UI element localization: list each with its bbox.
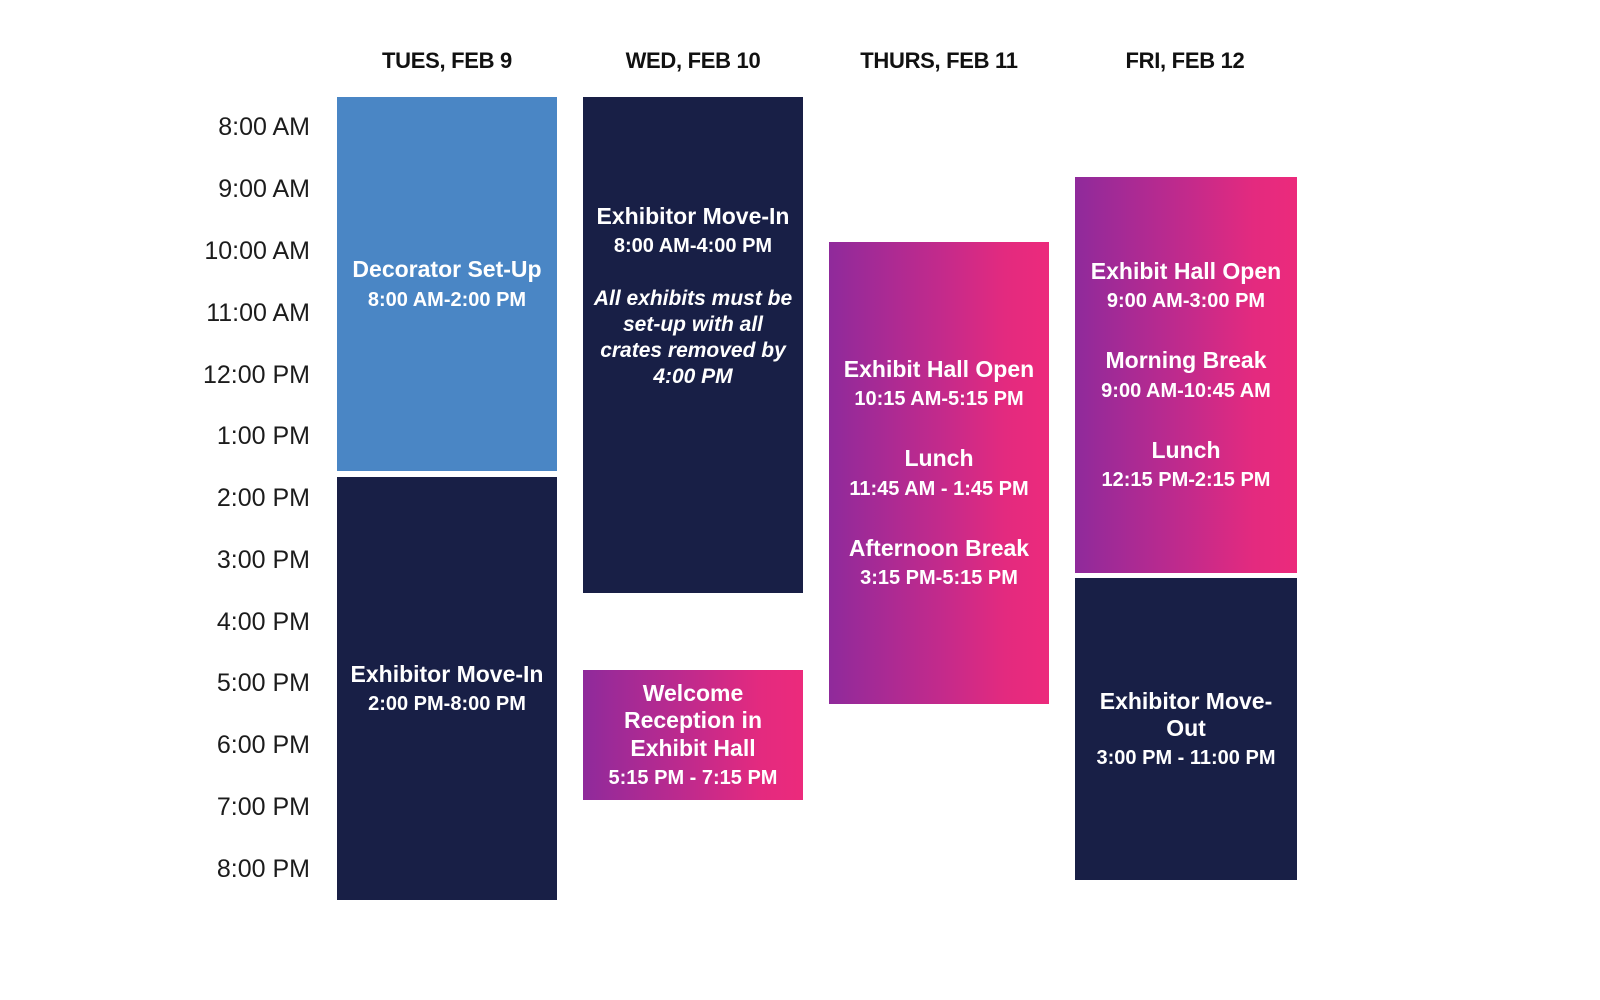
- event-time: 12:15 PM-2:15 PM: [1101, 468, 1271, 491]
- event-block-decorator-set-up[interactable]: Decorator Set-Up 8:00 AM-2:00 PM: [337, 97, 557, 471]
- day-header-thursday: THURS, FEB 11: [860, 48, 1018, 73]
- event-time: 3:15 PM-5:15 PM: [860, 566, 1018, 589]
- time-label-1200pm: 12:00 PM: [202, 361, 310, 389]
- event-block-content: Exhibitor Move-In 2:00 PM-8:00 PM: [337, 661, 557, 716]
- time-label-0700pm: 7:00 PM: [216, 793, 310, 821]
- event-block-friday-exhibit-hall[interactable]: Exhibit Hall Open 9:00 AM-3:00 PM Mornin…: [1075, 177, 1297, 573]
- event-title: Welcome Reception in Exhibit Hall: [623, 680, 762, 761]
- event-time: 9:00 AM-3:00 PM: [1106, 290, 1266, 313]
- event-title: Morning Break: [1105, 347, 1267, 374]
- time-label-0100pm: 1:00 PM: [216, 422, 310, 450]
- time-label-0300pm: 3:00 PM: [216, 546, 310, 574]
- event-time: 2:00 PM-8:00 PM: [368, 693, 526, 716]
- event-block-exhibitor-move-out[interactable]: Exhibitor Move-Out 3:00 PM - 11:00 PM: [1075, 578, 1297, 880]
- event-block-content: Exhibitor Move-Out 3:00 PM - 11:00 PM: [1075, 688, 1297, 770]
- time-label-0500pm: 5:00 PM: [216, 669, 310, 697]
- event-item: Afternoon Break 3:15 PM-5:15 PM: [837, 535, 1041, 590]
- event-title: Decorator Set-Up: [352, 256, 542, 283]
- event-title: Exhibit Hall Open: [1090, 258, 1282, 285]
- event-note: All exhibits must be set-up with all cra…: [593, 287, 793, 389]
- event-block-content: Exhibitor Move-In 8:00 AM-4:00 PM All ex…: [583, 203, 803, 390]
- event-title: Exhibitor Move-In: [596, 203, 790, 229]
- event-block-content: Exhibit Hall Open 10:15 AM-5:15 PM Lunch…: [829, 356, 1049, 589]
- event-block-exhibitor-move-in-wed[interactable]: Exhibitor Move-In 8:00 AM-4:00 PM All ex…: [583, 97, 803, 593]
- event-block-thursday[interactable]: Exhibit Hall Open 10:15 AM-5:15 PM Lunch…: [829, 242, 1049, 704]
- event-time: 11:45 AM - 1:45 PM: [849, 477, 1029, 500]
- event-title: Exhibit Hall Open: [843, 356, 1035, 383]
- event-title: Lunch: [904, 445, 974, 472]
- event-item: Lunch 11:45 AM - 1:45 PM: [837, 445, 1041, 500]
- event-item: Welcome Reception in Exhibit Hall 5:15 P…: [591, 680, 795, 789]
- event-item: Exhibitor Move-In 8:00 AM-4:00 PM All ex…: [591, 203, 795, 390]
- event-item: Exhibitor Move-In 2:00 PM-8:00 PM: [345, 661, 549, 716]
- event-item: Exhibit Hall Open 10:15 AM-5:15 PM: [837, 356, 1041, 411]
- event-block-exhibitor-move-in-tues[interactable]: Exhibitor Move-In 2:00 PM-8:00 PM: [337, 477, 557, 900]
- event-item: Lunch 12:15 PM-2:15 PM: [1083, 437, 1289, 492]
- event-title: Exhibitor Move-Out: [1099, 687, 1273, 741]
- time-label-0200pm: 2:00 PM: [216, 484, 310, 512]
- time-label-0600pm: 6:00 PM: [216, 731, 310, 759]
- event-time: 3:00 PM - 11:00 PM: [1096, 747, 1276, 770]
- event-time: 8:00 AM-4:00 PM: [613, 235, 773, 258]
- day-header-wednesday: WED, FEB 10: [625, 48, 761, 73]
- event-block-content: Welcome Reception in Exhibit Hall 5:15 P…: [583, 680, 803, 789]
- event-title: Afternoon Break: [848, 534, 1030, 561]
- day-header-friday: FRI, FEB 12: [1125, 48, 1245, 73]
- event-title: Exhibitor Move-In: [350, 660, 544, 687]
- time-label-0800am: 8:00 AM: [218, 113, 310, 141]
- event-item: Exhibitor Move-Out 3:00 PM - 11:00 PM: [1083, 688, 1289, 770]
- event-item: Morning Break 9:00 AM-10:45 AM: [1083, 347, 1289, 402]
- time-label-0400pm: 4:00 PM: [216, 608, 310, 636]
- day-header-tuesday: TUES, FEB 9: [382, 48, 512, 73]
- event-block-content: Decorator Set-Up 8:00 AM-2:00 PM: [337, 256, 557, 311]
- event-time: 10:15 AM-5:15 PM: [854, 388, 1024, 411]
- event-block-welcome-reception[interactable]: Welcome Reception in Exhibit Hall 5:15 P…: [583, 670, 803, 800]
- event-time: 8:00 AM-2:00 PM: [367, 288, 527, 311]
- time-label-0800pm: 8:00 PM: [216, 855, 310, 883]
- time-label-1100am: 11:00 AM: [206, 299, 310, 327]
- event-item: Exhibit Hall Open 9:00 AM-3:00 PM: [1083, 258, 1289, 313]
- event-time: 9:00 AM-10:45 AM: [1101, 379, 1271, 402]
- event-block-content: Exhibit Hall Open 9:00 AM-3:00 PM Mornin…: [1075, 258, 1297, 491]
- event-time: 5:15 PM - 7:15 PM: [608, 766, 778, 789]
- event-item: Decorator Set-Up 8:00 AM-2:00 PM: [345, 256, 549, 311]
- time-label-0900am: 9:00 AM: [218, 175, 310, 203]
- event-title: Lunch: [1151, 436, 1221, 463]
- time-label-1000am: 10:00 AM: [204, 237, 310, 265]
